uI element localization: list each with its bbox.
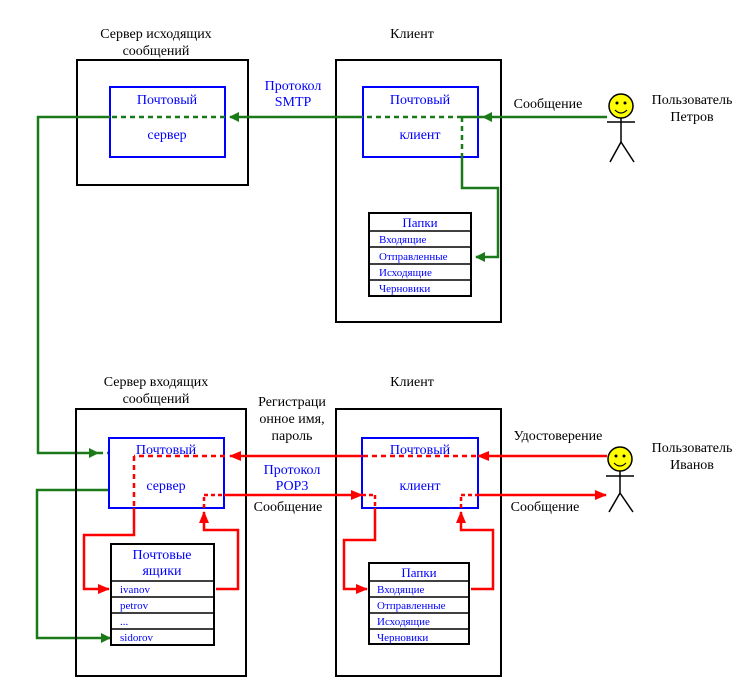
mailboxes-title-1: Почтовые — [133, 548, 192, 563]
bottom-server-frame — [75, 408, 247, 677]
green-link-outgoing-to-incoming — [36, 115, 110, 458]
mailbox-ellipsis: ... — [120, 616, 129, 628]
top-message-label: Сообщение — [514, 97, 583, 112]
bottom-mail-server-label-1: Почтовый — [136, 443, 197, 458]
user-petrov-figure-icon — [607, 93, 635, 163]
top-mail-server-label-2: сервер — [147, 128, 186, 143]
top-folder-sent: Отправленные — [379, 251, 448, 263]
mailboxes-table: Почтовые ящики ivanov petrov ... sidorov — [110, 543, 215, 646]
bottom-message-left-label: Сообщение — [254, 500, 323, 515]
bottom-folder-drafts: Черновики — [377, 632, 428, 644]
top-mail-client-label-1: Почтовый — [390, 93, 451, 108]
bottom-message-right-label: Сообщение — [511, 500, 580, 515]
top-mail-client-box — [362, 86, 479, 158]
mailbox-ivanov: ivanov — [120, 584, 150, 596]
user-petrov-label-1: Пользователь — [652, 93, 733, 108]
red-arrow-ivanov-to-server — [199, 511, 240, 591]
red-arrow-inbox-to-client — [456, 511, 495, 591]
top-server-title-1: Сервер исходящих — [100, 27, 211, 42]
mailboxes-title-2: ящики — [142, 564, 182, 579]
user-ivanov-label-1: Пользователь — [652, 441, 733, 456]
bottom-red-flows — [82, 451, 607, 594]
bottom-mail-client-label-2: клиент — [399, 479, 440, 494]
mailbox-sidorov: sidorov — [120, 632, 154, 644]
bottom-folder-inbox: Входящие — [377, 584, 424, 596]
top-folders-table: Папки Входящие Отправленные Исходящие Че… — [368, 212, 472, 297]
bottom-folder-sent: Отправленные — [377, 600, 446, 612]
green-arrow-to-sidorov — [35, 488, 120, 643]
top-server-frame — [76, 59, 249, 186]
top-protocol-label-1: Протокол — [265, 79, 322, 94]
top-mail-server-box — [109, 86, 226, 158]
top-folder-outbox: Исходящие — [379, 267, 432, 279]
top-mail-server-label-1: Почтовый — [137, 93, 198, 108]
bottom-mail-client-box — [361, 437, 479, 509]
bottom-client-title: Клиент — [390, 375, 434, 390]
bottom-mail-server-box — [108, 437, 225, 509]
top-folder-drafts: Черновики — [379, 283, 430, 295]
user-ivanov-label-2: Иванов — [670, 458, 714, 473]
registration-label-2: онное имя, — [259, 412, 324, 427]
user-petrov-label-2: Петров — [670, 110, 714, 125]
top-client-title: Клиент — [390, 27, 434, 42]
registration-label-3: пароль — [272, 429, 313, 444]
bottom-mail-client-label-1: Почтовый — [390, 443, 451, 458]
top-folder-inbox: Входящие — [379, 234, 426, 246]
bottom-mail-server-label-2: сервер — [146, 479, 185, 494]
registration-label-1: Регистраци — [258, 395, 326, 410]
mailbox-petrov: petrov — [120, 600, 149, 612]
green-arrow-to-sent — [460, 157, 500, 262]
top-server-title-2: сообщений — [123, 44, 190, 59]
top-protocol-label-2: SMTP — [275, 95, 312, 110]
bottom-server-title-2: сообщений — [123, 392, 190, 407]
top-mail-client-label-2: клиент — [399, 128, 440, 143]
top-folders-title: Папки — [402, 215, 437, 230]
bottom-folders-title: Папки — [401, 565, 436, 580]
bottom-protocol-label-2: POP3 — [276, 479, 309, 494]
red-arrow-to-inbox — [342, 508, 377, 594]
top-client-frame — [335, 59, 502, 323]
bottom-folders-table: Папки Входящие Отправленные Исходящие Че… — [368, 562, 470, 645]
bottom-client-frame — [335, 408, 502, 677]
bottom-protocol-label-1: Протокол — [264, 463, 321, 478]
red-arrow-to-ivanov — [82, 508, 136, 594]
bottom-server-title-1: Сервер входящих — [104, 375, 208, 390]
user-ivanov-figure-icon — [606, 446, 634, 513]
credential-label: Удостоверение — [514, 429, 603, 444]
bottom-folder-outbox: Исходящие — [377, 616, 430, 628]
